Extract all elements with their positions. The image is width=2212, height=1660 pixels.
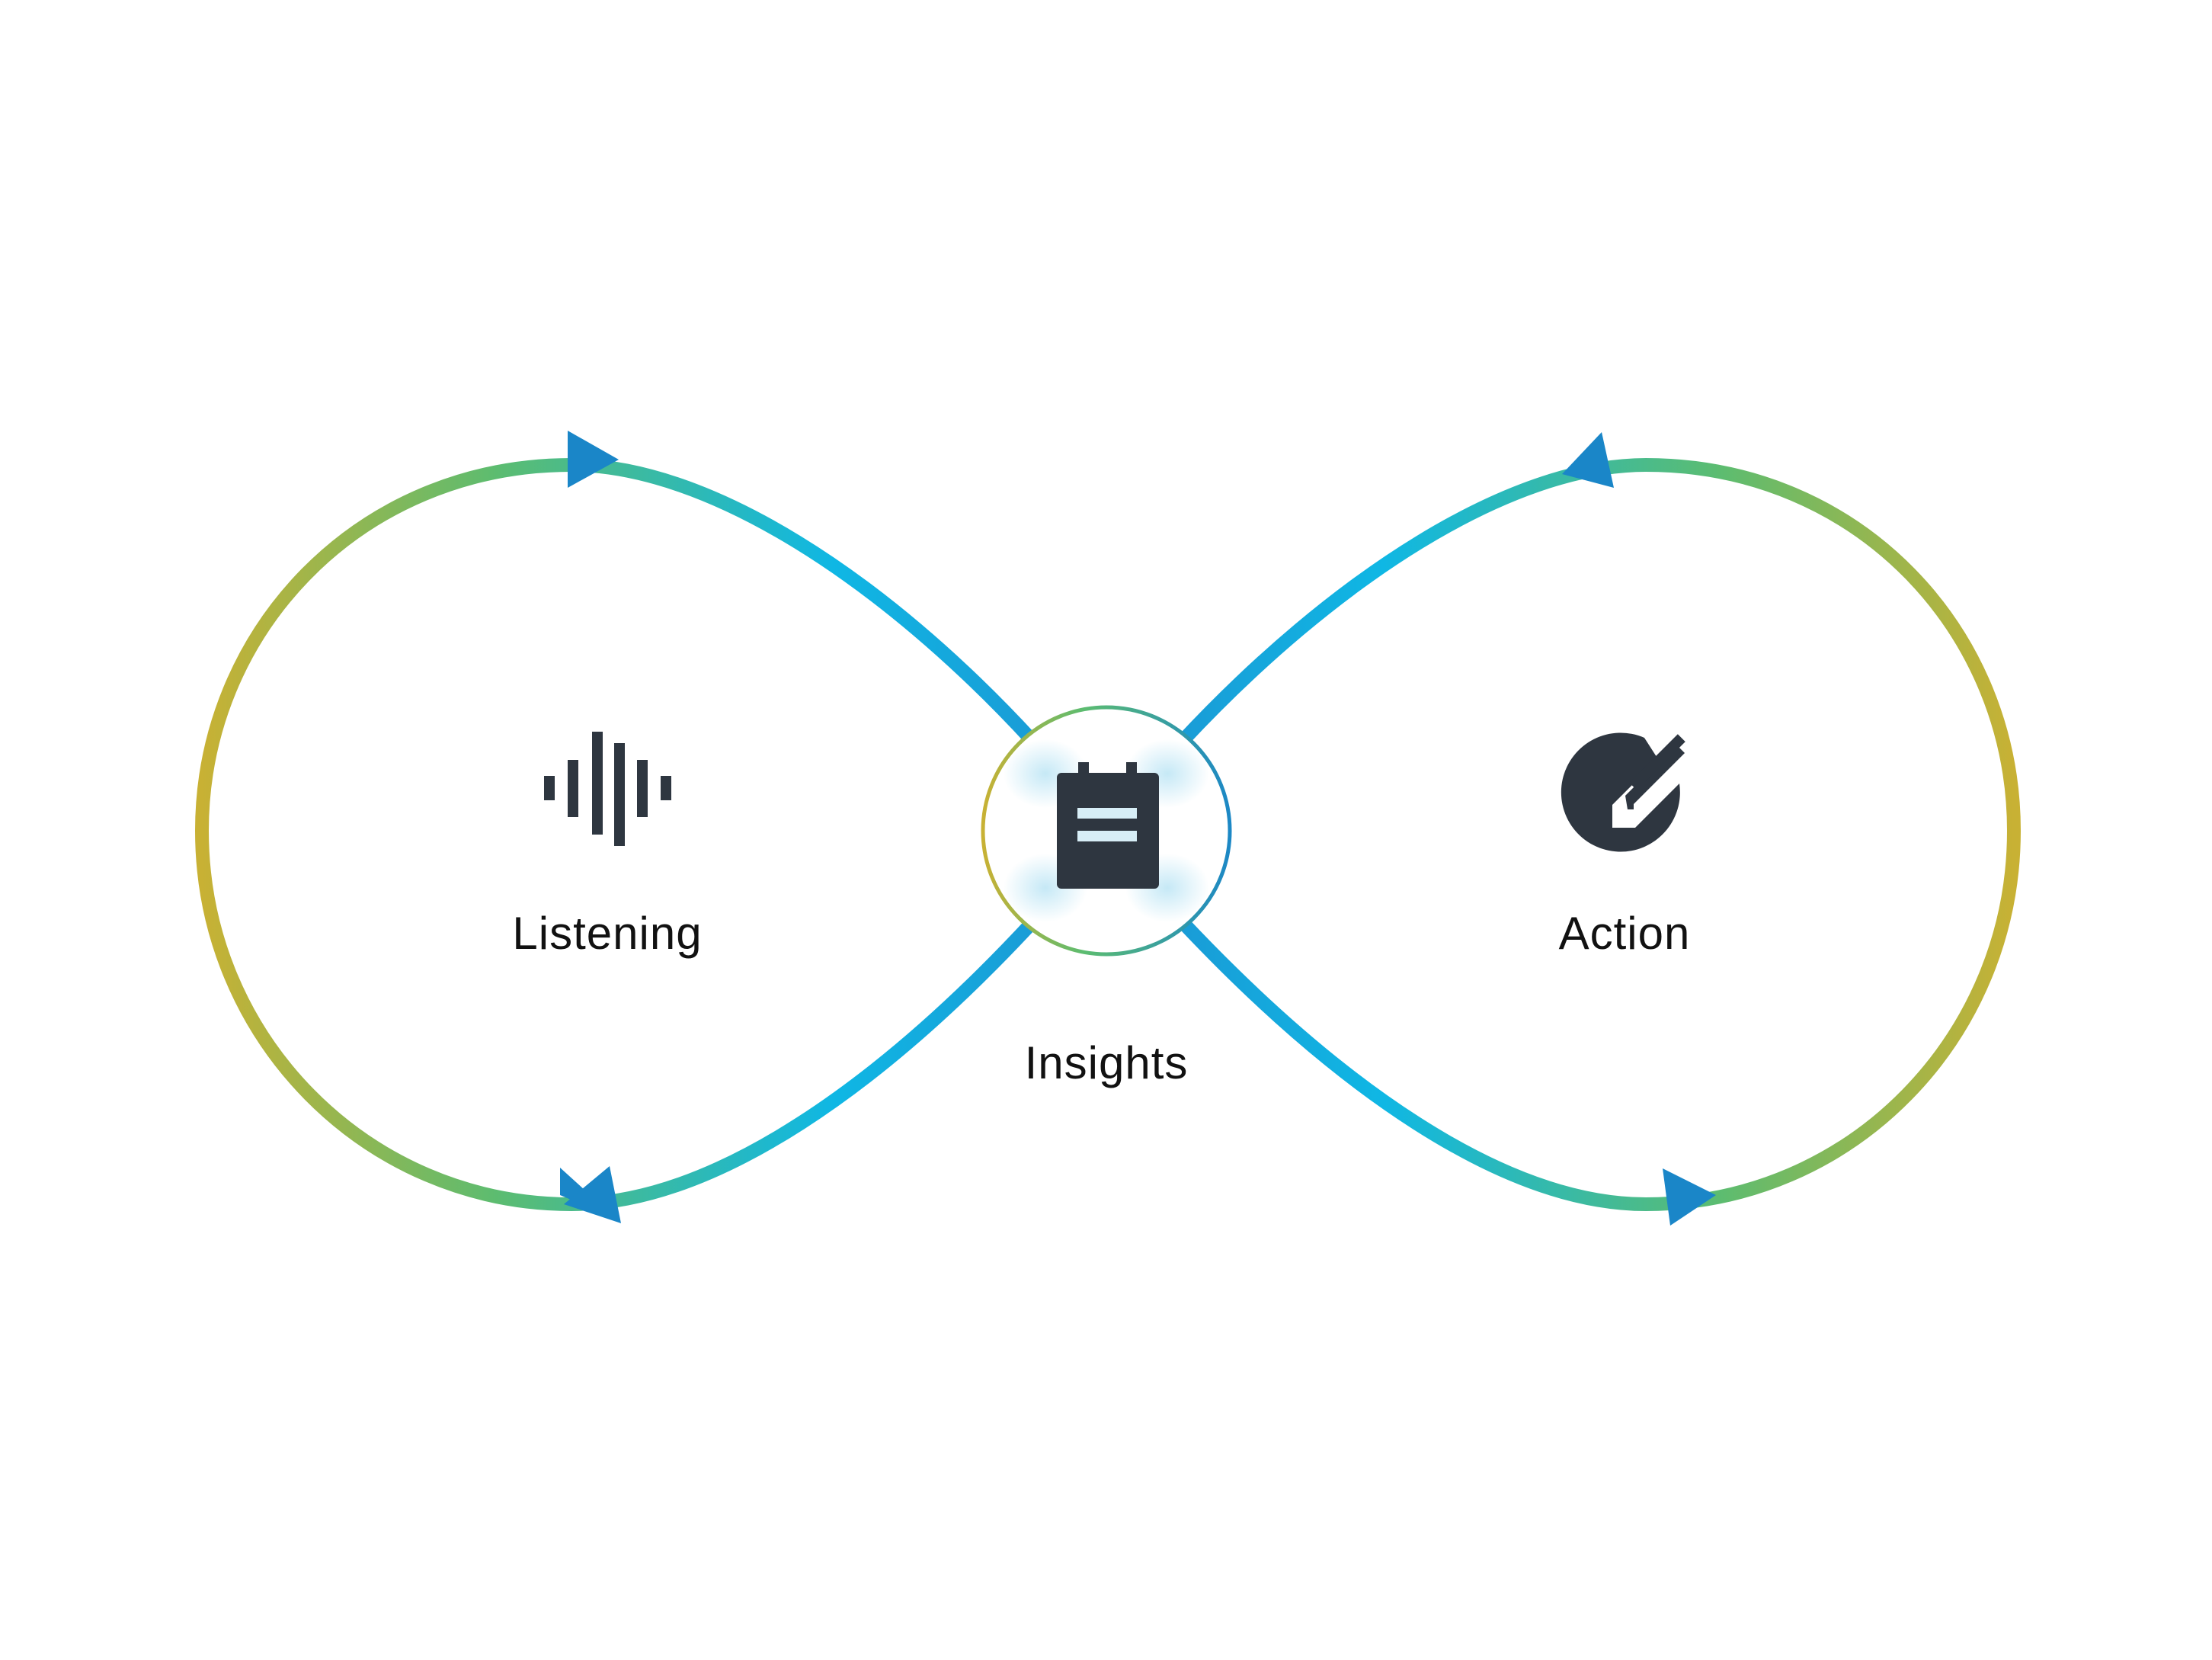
action-label: Action (1559, 908, 1691, 959)
arrow-bottom-left-fill (564, 1166, 621, 1223)
sound-wave-icon (544, 732, 671, 846)
arrow-bottom-right (1663, 1168, 1716, 1226)
arrow-top-right (1562, 432, 1614, 488)
arrow-top-left (568, 431, 619, 488)
right-loop-path (1176, 457, 2022, 1212)
circle-pencil-icon (1561, 732, 1685, 852)
left-loop-path (194, 457, 1039, 1212)
listening-label: Listening (512, 908, 702, 959)
insights-circle-ring (981, 705, 1232, 957)
notepad-icon (1057, 762, 1159, 889)
insights-node (981, 705, 1232, 957)
insights-label: Insights (1025, 1037, 1189, 1088)
